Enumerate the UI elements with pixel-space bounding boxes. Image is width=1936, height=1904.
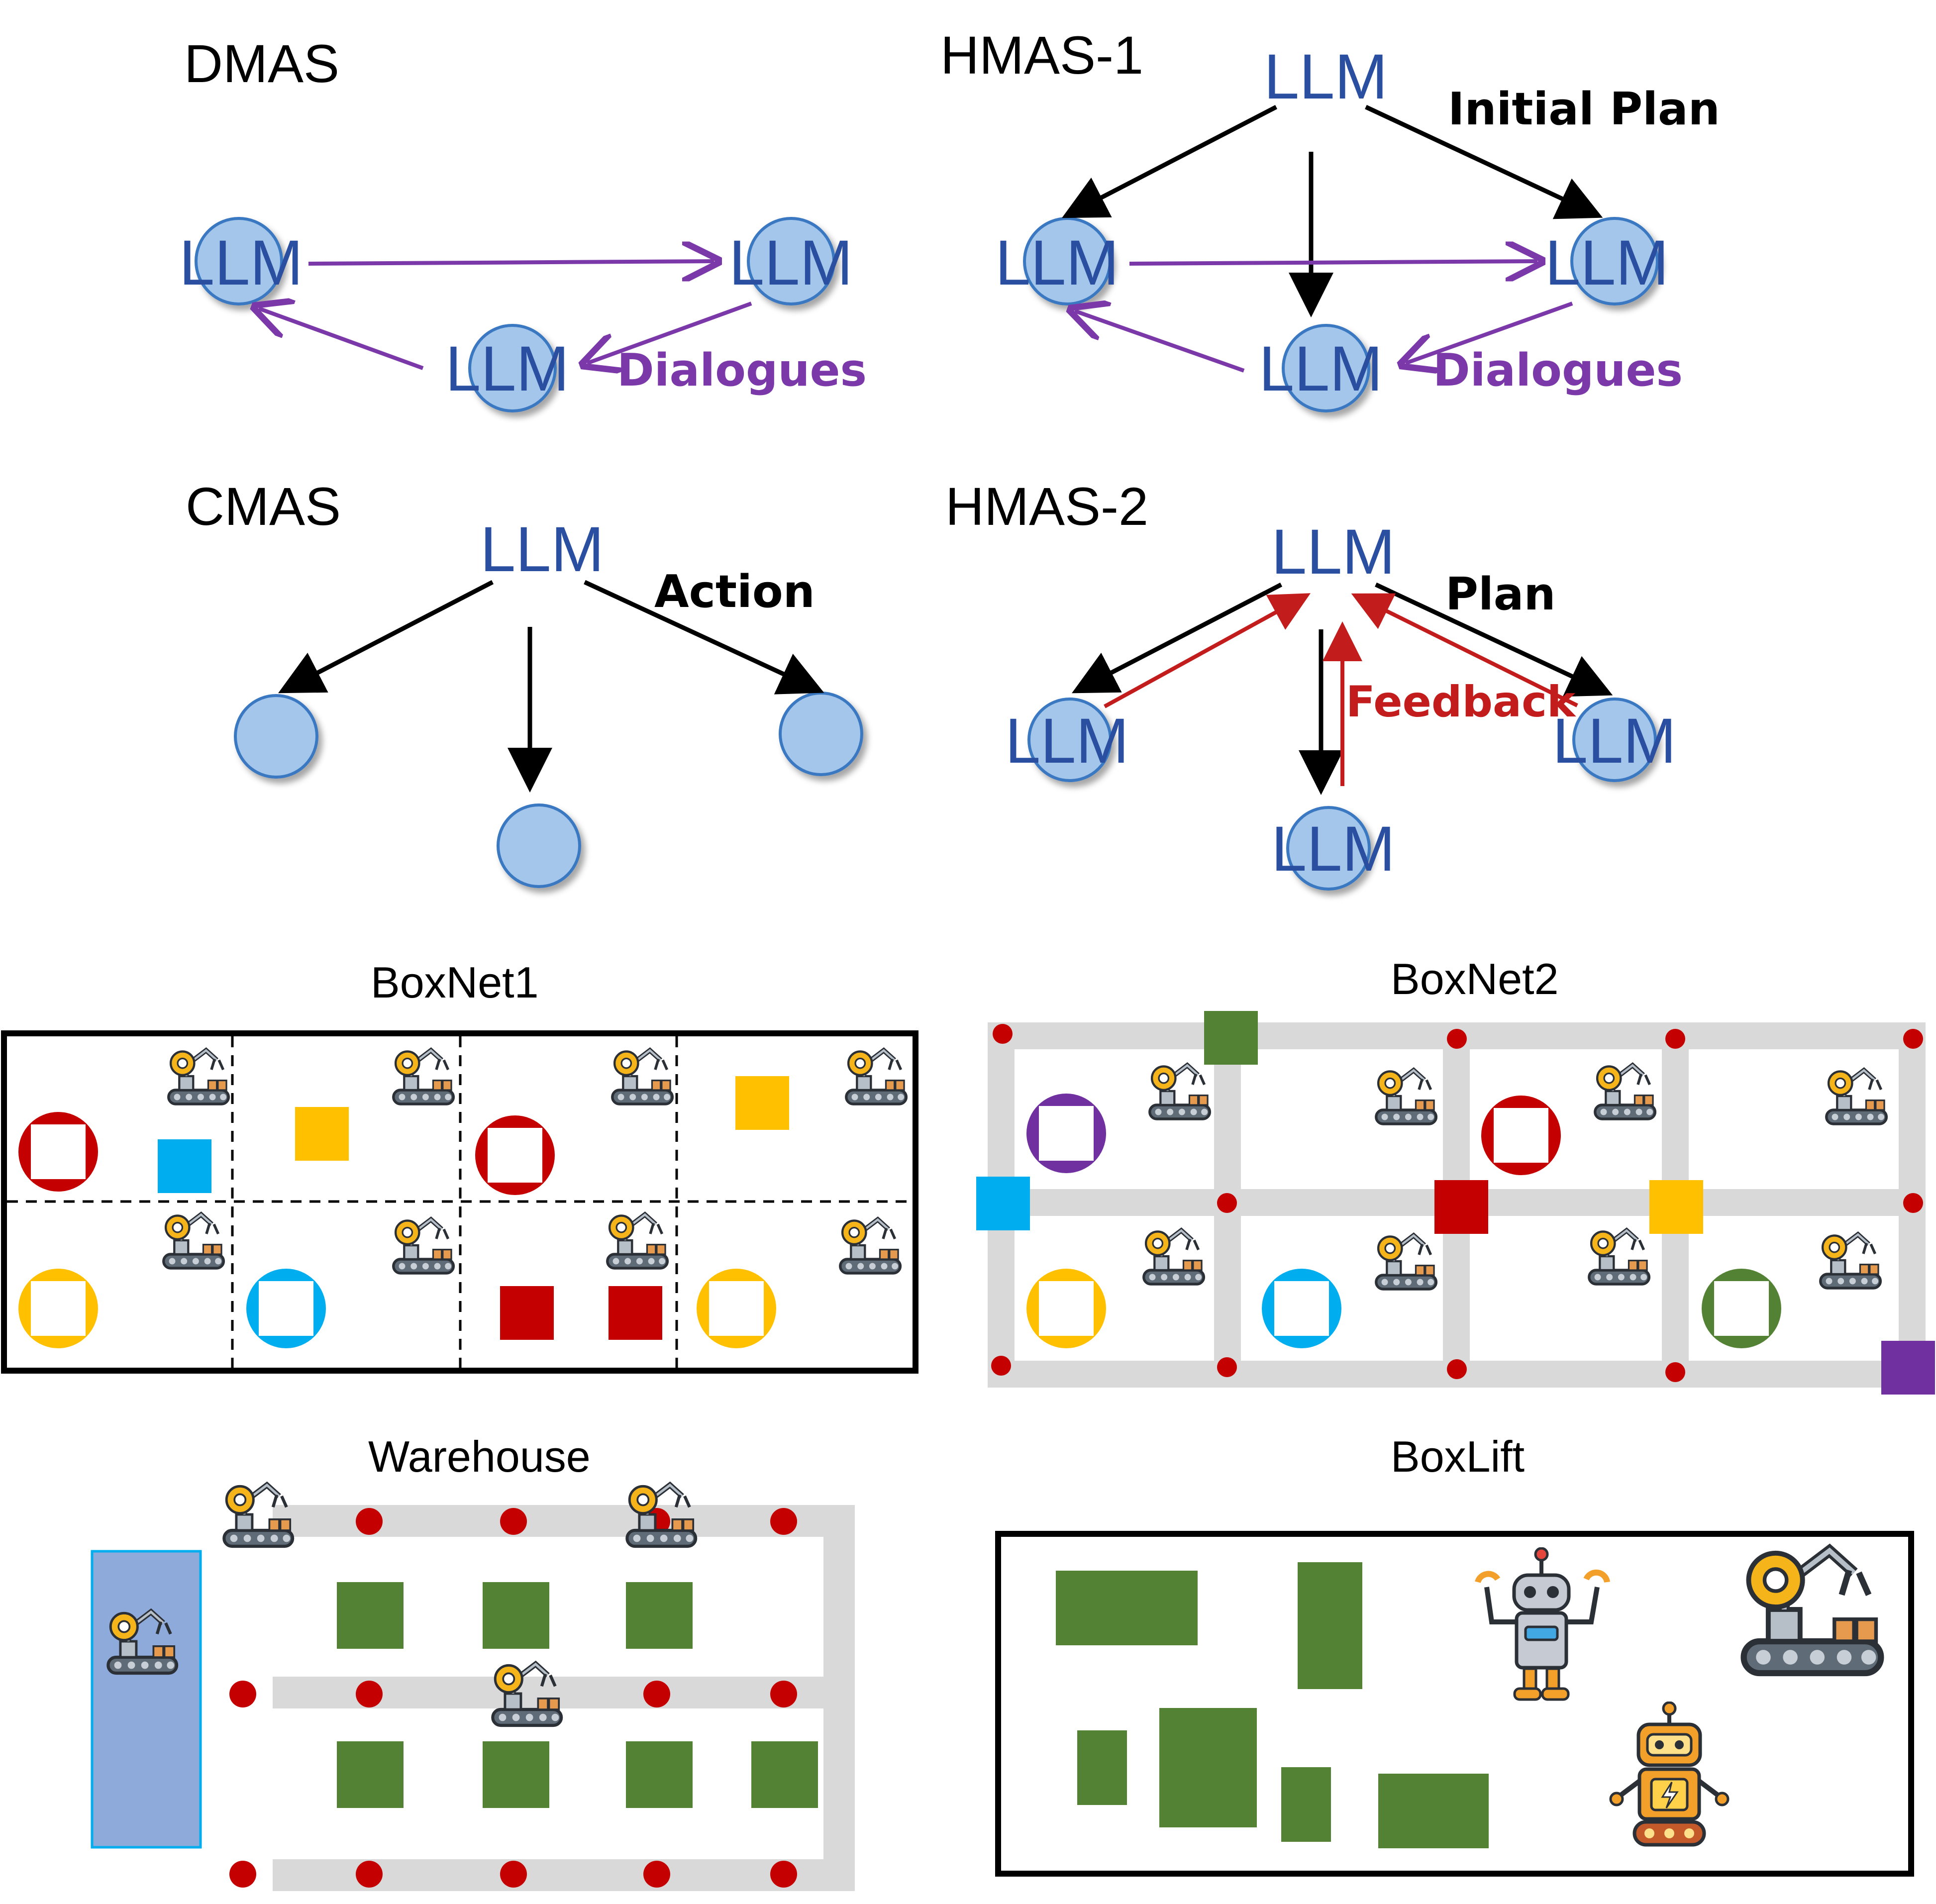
box-green [1204, 1011, 1258, 1065]
box-yellow [735, 1076, 789, 1130]
box-yellow [295, 1107, 349, 1161]
boxnet2-title: BoxNet2 [1391, 954, 1559, 1003]
cmas-agent-right [779, 692, 863, 776]
hmas1-title: HMAS-1 [940, 25, 1143, 85]
warehouse-panel: Warehouse [91, 1432, 855, 1891]
robot-arm-icon [1827, 1070, 1887, 1124]
boxnet2-targets [1026, 1094, 1781, 1348]
initial-plan-label: Initial Plan [1448, 83, 1720, 135]
hmas1-node-right [1570, 217, 1659, 305]
dialogue-arrow [259, 308, 424, 370]
llm-label: LLM [1264, 41, 1388, 112]
boxnet1-panel: BoxNet1 [1, 958, 918, 1374]
action-arrow [584, 580, 824, 695]
boxlift-panel: BoxLift [995, 1432, 1914, 1877]
box-blue [158, 1139, 211, 1193]
dialogue-arrow [1406, 301, 1573, 363]
hmas1-node-bottom [1282, 324, 1370, 412]
warehouse-shelves [337, 1582, 818, 1808]
dmas-title: DMAS [184, 33, 339, 94]
action-label: Action [654, 566, 815, 618]
loading-zone [91, 1550, 202, 1849]
feedback-arrow [1351, 593, 1578, 707]
boxlift-title: BoxLift [1391, 1432, 1525, 1481]
robot-arm-icon [1821, 1234, 1881, 1288]
robot-arm-icon [1144, 1230, 1204, 1284]
dialogue-arrow [1129, 261, 1537, 264]
plan-arrow [1375, 582, 1613, 697]
dmas-panel: DMAS LLM LLM LLM Dialogues [179, 33, 867, 412]
cmas-panel: CMAS LLM Action [186, 476, 863, 888]
dialogue-arrow [587, 301, 752, 363]
plan-arrow [1365, 104, 1603, 219]
llm-label: LLM [1545, 227, 1669, 299]
llm-label: LLM [1005, 705, 1129, 777]
boxnet2-boxes [976, 1011, 1935, 1395]
robot-arm-icon [1595, 1065, 1655, 1119]
llm-label: LLM [480, 514, 604, 585]
feedback-arrow [1104, 593, 1311, 708]
hmas2-node-right [1572, 698, 1657, 782]
warehouse-title: Warehouse [368, 1432, 591, 1481]
dialogue-arrow [308, 261, 714, 264]
dmas-node-right [747, 217, 835, 305]
llm-label: LLM [179, 227, 303, 299]
dialogue-arrow [1075, 311, 1245, 373]
box-red [1434, 1180, 1488, 1234]
llm-label: LLM [1271, 813, 1395, 885]
feedback-label: Feedback [1346, 677, 1576, 727]
box-purple [1881, 1341, 1935, 1395]
action-arrow [278, 580, 494, 694]
plan-arrow [1072, 583, 1283, 694]
robot-arm-icon [1376, 1235, 1436, 1289]
hmas2-node-bottom [1286, 806, 1371, 891]
boxnet1-title: BoxNet1 [371, 958, 539, 1007]
box-yellow [1649, 1180, 1703, 1234]
robot-arm-icon [1589, 1230, 1649, 1284]
llm-label: LLM [729, 227, 853, 299]
boxnet1-targets [18, 1112, 776, 1348]
robot-arm-icon [1376, 1070, 1436, 1124]
dmas-node-left [195, 217, 283, 305]
llm-label: LLM [445, 333, 569, 404]
llm-label: LLM [1259, 333, 1383, 404]
hmas2-panel: HMAS-2 LLM Plan LLM LLM LLM Feedback [945, 476, 1676, 891]
dialogues-label: Dialogues [617, 344, 867, 397]
llm-label: LLM [1271, 516, 1395, 588]
dmas-node-bottom [468, 324, 557, 412]
boxnet1-boxes [158, 1076, 789, 1340]
boxnet2-panel: BoxNet2 [976, 954, 1935, 1395]
cmas-title: CMAS [186, 476, 341, 536]
warehouse-waypoints [229, 1508, 797, 1888]
plan-arrow [1062, 105, 1278, 218]
llm-label: LLM [1552, 705, 1676, 777]
hmas1-panel: HMAS-1 LLM Initial Plan LLM LLM LLM Dial… [940, 25, 1720, 412]
plan-label: Plan [1445, 568, 1556, 620]
cmas-agent-left [234, 694, 318, 779]
hmas2-node-left [1027, 698, 1112, 782]
dialogues-label: Dialogues [1433, 344, 1683, 397]
boxnet2-waypoints [991, 1024, 1923, 1382]
hmas2-title: HMAS-2 [945, 476, 1148, 536]
box-red [609, 1286, 662, 1340]
robot-arm-icon [1150, 1065, 1210, 1119]
box-blue [976, 1177, 1030, 1230]
llm-label: LLM [995, 227, 1119, 299]
cmas-agent-bottom [497, 803, 581, 888]
box-red [500, 1286, 554, 1340]
boxlift-boxes [1056, 1562, 1489, 1848]
